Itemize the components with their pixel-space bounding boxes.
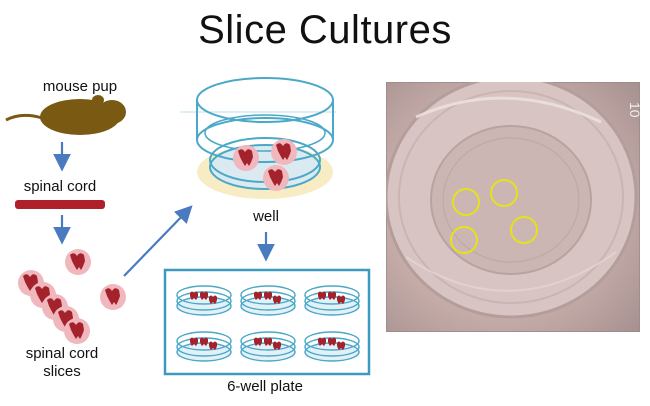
- label-spinal-cord-slices: spinal cord slices: [22, 345, 102, 381]
- label-spinal-cord: spinal cord: [10, 178, 110, 195]
- culture-dish-photo: 10: [386, 82, 640, 332]
- mouse-pup-illustration: [6, 95, 126, 135]
- label-six-well-plate: 6-well plate: [200, 378, 330, 395]
- six-well-plate-illustration: [165, 270, 369, 374]
- spinal-cord-illustration: [15, 200, 105, 209]
- spinal-cord-slices-illustration: [18, 249, 126, 344]
- photo-watermark: 10: [627, 102, 640, 118]
- label-mouse-pup: mouse pup: [30, 78, 130, 95]
- arrow-slices-to-well: [124, 210, 188, 276]
- label-well: well: [236, 208, 296, 225]
- well-illustration: [180, 78, 336, 199]
